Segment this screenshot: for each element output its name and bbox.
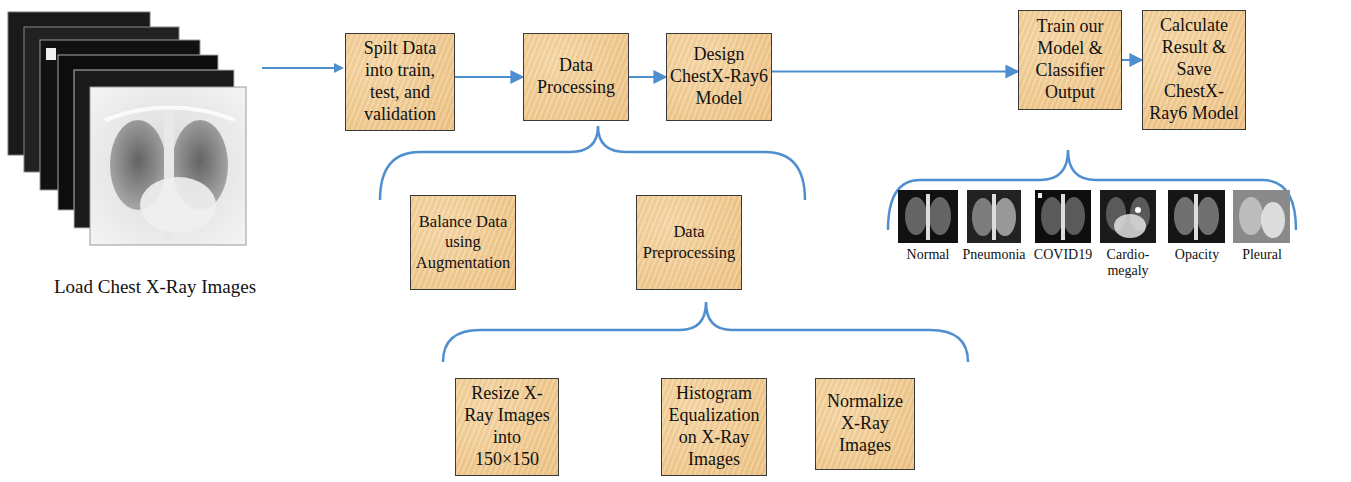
class-label: COVID19: [1031, 247, 1095, 263]
flow-arrow: [1122, 59, 1142, 61]
input-arrow: [262, 63, 344, 73]
class-thumbnails: [898, 190, 1290, 243]
process-box: Data Processing: [523, 33, 629, 121]
process-box: Spilt Data into train, test, and validat…: [345, 33, 455, 131]
box-text: Calculate Result & Save ChestX-Ray6 Mode…: [1146, 15, 1242, 125]
process-box: Design ChestX-Ray6 Model: [666, 33, 772, 121]
process-box: Balance Data using Augmentation: [410, 195, 516, 290]
box-text: Data Preprocessing: [640, 222, 738, 262]
flow-arrow: [629, 76, 666, 78]
brace: [380, 126, 805, 200]
process-box: Resize X-Ray Images into 150×150: [455, 378, 559, 476]
class-label: Normal: [896, 247, 960, 263]
box-text: Design ChestX-Ray6 Model: [670, 44, 768, 110]
class-label: Pneumonia: [959, 247, 1029, 263]
flow-arrow: [455, 76, 523, 78]
class-label: Opacity: [1167, 247, 1227, 263]
box-text: Data Processing: [527, 55, 625, 99]
box-text: Resize X-Ray Images into 150×150: [459, 383, 555, 471]
process-box: Normalize X-Ray Images: [815, 378, 915, 470]
process-box: Train our Model & Classifier Output: [1018, 10, 1122, 110]
caption-label: Load Chest X-Ray Images: [35, 276, 275, 298]
box-text: Balance Data using Augmentation: [414, 212, 512, 272]
process-box: Calculate Result & Save ChestX-Ray6 Mode…: [1142, 10, 1246, 130]
class-label: Pleural: [1232, 247, 1292, 263]
box-text: Normalize X-Ray Images: [819, 391, 911, 457]
box-text: Train our Model & Classifier Output: [1022, 16, 1118, 104]
box-text: Histogram Equalization on X-Ray Images: [665, 383, 763, 471]
box-text: Spilt Data into train, test, and validat…: [349, 38, 451, 126]
process-box: Data Preprocessing: [636, 195, 742, 290]
class-label: Cardio- megaly: [1102, 247, 1154, 279]
process-box: Histogram Equalization on X-Ray Images: [661, 378, 767, 476]
xray-stack: [8, 12, 246, 245]
flow-arrow: [772, 71, 1018, 73]
brace: [443, 302, 968, 362]
